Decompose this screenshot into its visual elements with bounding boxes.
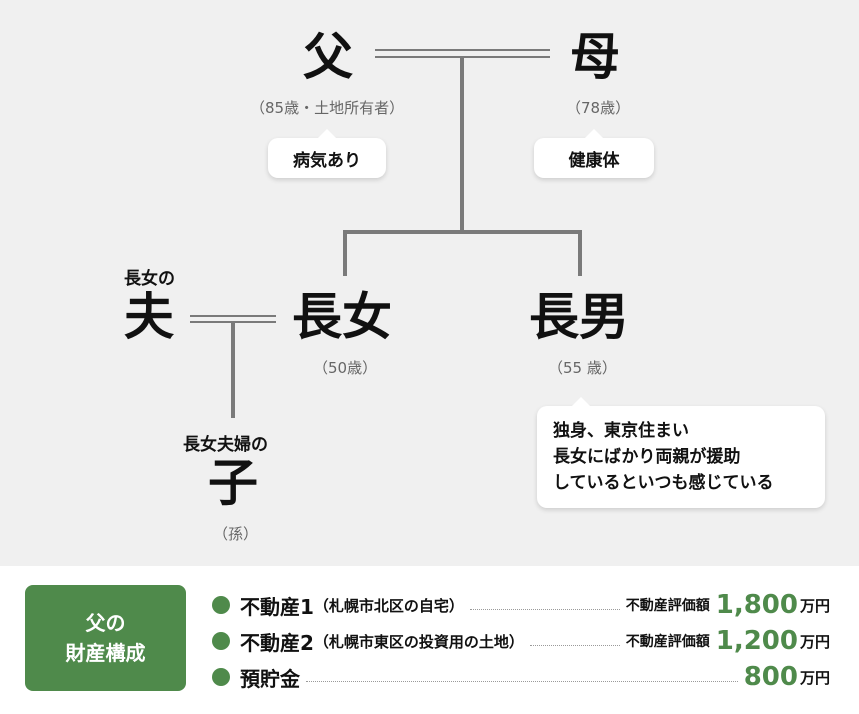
asset-panel: 父の 財産構成 不動産1 （札幌市北区の自宅） 不動産評価額 1,800 万円 …	[0, 566, 859, 714]
grandchild-caption: 長女夫婦の	[183, 435, 268, 455]
asset-row-real-estate-2: 不動産2 （札幌市東区の投資用の土地） 不動産評価額 1,200 万円	[212, 626, 830, 656]
father-note: 病気あり	[293, 150, 361, 171]
asset-name: 不動産1	[240, 594, 314, 619]
bullet-icon	[212, 668, 230, 686]
mother-note: 健康体	[568, 150, 620, 171]
grandchild-age: （孫）	[213, 525, 259, 543]
asset-value: 1,200	[715, 626, 798, 656]
asset-unit: 万円	[799, 596, 830, 615]
asset-detail: （札幌市東区の投資用の土地）	[313, 632, 524, 651]
eldest-son-label: 長男	[529, 288, 629, 346]
asset-value: 800	[743, 662, 798, 692]
eldest-daughter-age: （50歳）	[313, 359, 378, 377]
eldest-son-note-line-2: 長女にばかり両親が援助	[553, 447, 741, 467]
asset-title-line-1: 父の	[85, 611, 126, 635]
asset-title-box: 父の 財産構成	[25, 585, 186, 691]
asset-unit: 万円	[799, 668, 830, 687]
grandchild-label: 子	[208, 454, 258, 512]
asset-name: 不動産2	[240, 630, 314, 655]
father-age: （85歳・土地所有者）	[250, 99, 405, 117]
asset-value: 1,800	[715, 590, 798, 620]
asset-value-label: 不動産評価額	[625, 598, 710, 614]
mother-note-bubble: 健康体	[534, 129, 654, 178]
eldest-son-note-bubble: 独身、東京住まい 長女にばかり両親が援助 しているといつも感じている	[537, 397, 825, 508]
eldest-son-note-line-1: 独身、東京住まい	[553, 421, 689, 441]
asset-row-savings: 預貯金 800 万円	[212, 662, 830, 692]
asset-row-real-estate-1: 不動産1 （札幌市北区の自宅） 不動産評価額 1,800 万円	[212, 590, 830, 620]
asset-value-label: 不動産評価額	[625, 634, 710, 650]
bullet-icon	[212, 596, 230, 614]
asset-detail: （札幌市北区の自宅）	[313, 596, 464, 615]
dotted-leader	[529, 644, 620, 646]
husband-label: 夫	[124, 288, 174, 346]
asset-title-line-2: 財産構成	[65, 641, 146, 665]
dotted-leader	[306, 680, 738, 682]
asset-name: 預貯金	[240, 666, 300, 691]
mother-label: 母	[570, 28, 620, 86]
dotted-leader	[469, 608, 620, 610]
eldest-daughter-label: 長女	[292, 288, 392, 346]
father-label: 父	[303, 28, 353, 86]
husband-caption: 長女の	[124, 269, 175, 289]
eldest-son-note-line-3: しているといつも感じている	[553, 473, 774, 493]
father-note-bubble: 病気あり	[268, 129, 386, 178]
bullet-icon	[212, 632, 230, 650]
asset-unit: 万円	[799, 632, 830, 651]
family-tree-panel: 父 （85歳・土地所有者） 病気あり 母 （78歳） 健康体 長女の 夫 長女 …	[0, 0, 859, 566]
mother-age: （78歳）	[566, 99, 631, 117]
connector-lines	[190, 49, 582, 418]
eldest-son-age: （55 歳）	[548, 359, 617, 377]
